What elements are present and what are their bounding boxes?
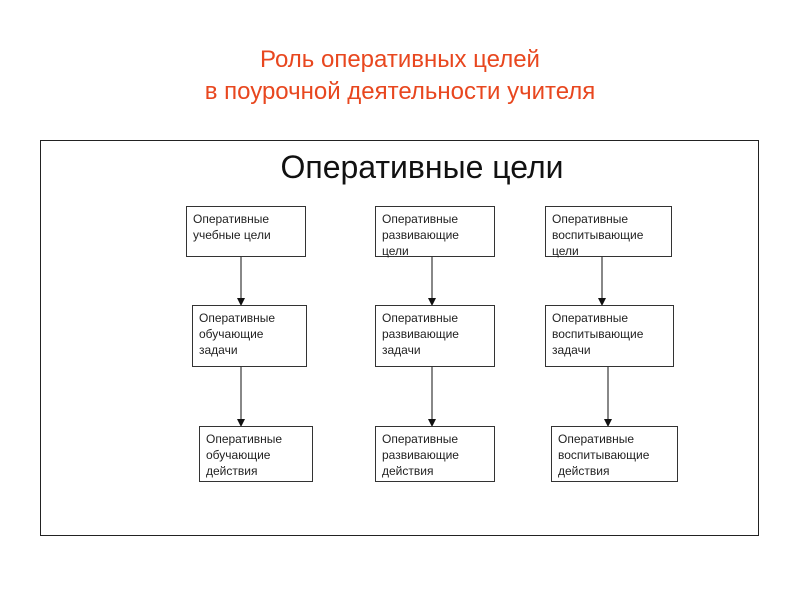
- node-text: Оперативные: [206, 432, 283, 446]
- action-box-upbringing: Оперативные воспитывающие действия: [551, 426, 678, 482]
- node-text: Оперативные: [382, 212, 459, 226]
- node-text: действия: [558, 464, 610, 478]
- node-text: воспитывающие: [558, 448, 650, 462]
- node-text: Оперативные: [193, 212, 270, 226]
- task-box-developing: Оперативные развивающие задачи: [375, 305, 495, 367]
- slide-title-line2: в поурочной деятельности учителя: [204, 78, 596, 105]
- node-text: Оперативные: [382, 311, 459, 325]
- node-text: Оперативные: [552, 311, 629, 325]
- node-text: задачи: [199, 343, 238, 357]
- node-text: обучающие: [206, 448, 271, 462]
- node-text: воспитывающие: [552, 327, 644, 341]
- slide-title-line1: Роль оперативных целей: [260, 46, 540, 73]
- node-text: развивающие: [382, 327, 459, 341]
- node-text: Оперативные: [199, 311, 276, 325]
- node-text: задачи: [552, 343, 591, 357]
- node-text: действия: [206, 464, 258, 478]
- node-text: Оперативные: [558, 432, 635, 446]
- action-box-developing: Оперативные развивающие действия: [375, 426, 495, 482]
- node-text: цели: [382, 244, 409, 258]
- node-text: цели: [552, 244, 579, 258]
- node-text: обучающие: [199, 327, 264, 341]
- goal-box-developing: Оперативные развивающие цели: [375, 206, 495, 258]
- node-text: задачи: [382, 343, 421, 357]
- task-box-learning: Оперативные обучающие задачи: [192, 305, 307, 367]
- diagram-heading: Оперативные цели: [280, 149, 564, 185]
- slide-title: Роль оперативных целей в поурочной деяте…: [0, 44, 800, 108]
- task-box-upbringing: Оперативные воспитывающие задачи: [545, 305, 674, 367]
- node-text: развивающие: [382, 228, 459, 242]
- diagram-frame: [40, 140, 759, 536]
- node-text: Оперативные: [552, 212, 629, 226]
- node-text: развивающие: [382, 448, 459, 462]
- goal-box-learning: Оперативные учебные цели: [186, 206, 306, 257]
- node-text: воспитывающие: [552, 228, 644, 242]
- action-box-learning: Оперативные обучающие действия: [199, 426, 313, 482]
- goal-box-upbringing: Оперативные воспитывающие цели: [545, 206, 672, 258]
- node-text: действия: [382, 464, 434, 478]
- node-text: Оперативные: [382, 432, 459, 446]
- node-text: учебные цели: [193, 228, 271, 242]
